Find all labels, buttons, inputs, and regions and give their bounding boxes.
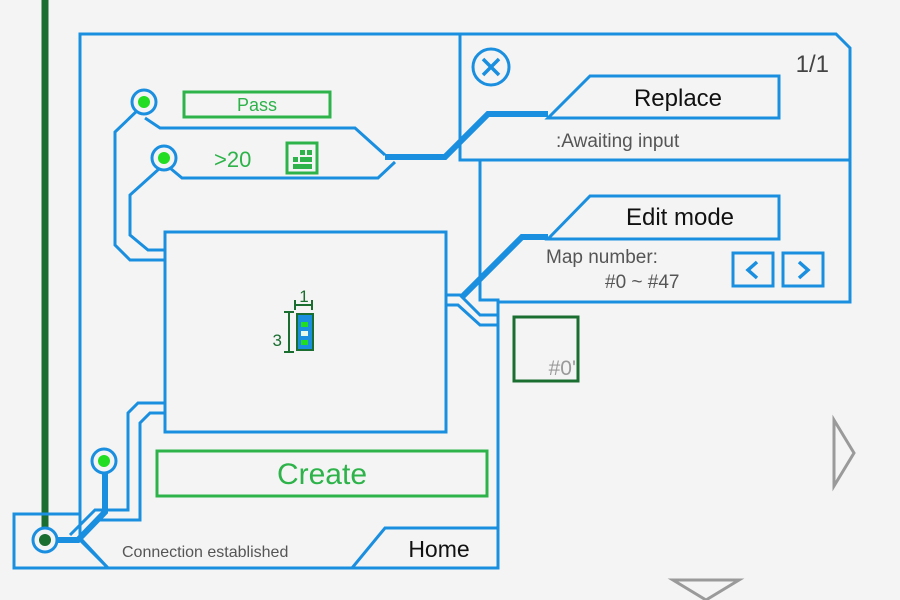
- page-counter: 1/1: [796, 51, 829, 78]
- triangle-down-icon[interactable]: [667, 578, 745, 600]
- prev-map-button[interactable]: [731, 251, 775, 288]
- preview-width-label: 1: [299, 287, 308, 306]
- create-label: Create: [277, 458, 367, 491]
- create-button[interactable]: Create: [155, 449, 489, 498]
- edit-mode-title: Edit mode: [626, 204, 734, 231]
- close-icon[interactable]: [471, 47, 511, 87]
- home-label: Home: [408, 536, 469, 562]
- home-button[interactable]: Home: [348, 526, 500, 570]
- replace-status: :Awaiting input: [556, 131, 680, 152]
- preview-height-label: 3: [273, 331, 282, 350]
- map-range: #0 ~ #47: [605, 272, 680, 293]
- replace-title: Replace: [634, 85, 722, 112]
- map-slot[interactable]: #0': [512, 315, 580, 383]
- grid-add-icon[interactable]: [285, 141, 319, 175]
- corner-bracket: [12, 512, 112, 570]
- chevron-right-icon: [797, 260, 811, 280]
- replace-button[interactable]: Replace: [544, 74, 781, 120]
- right-frame: [460, 32, 852, 304]
- circuit-traces: [68, 106, 498, 537]
- map-slot-label: #0': [549, 357, 576, 380]
- block-preview: 1 3: [273, 287, 314, 353]
- node-pins: [31, 88, 178, 554]
- edit-mode-button[interactable]: Edit mode: [544, 194, 781, 241]
- pass-badge: Pass: [182, 90, 332, 119]
- thick-traces: [48, 111, 548, 543]
- threshold-label: >20: [214, 147, 251, 172]
- next-map-button[interactable]: [781, 251, 825, 288]
- chevron-left-icon: [745, 260, 759, 280]
- connection-status: Connection established: [122, 544, 288, 561]
- triangle-right-icon[interactable]: [832, 414, 856, 492]
- pass-label: Pass: [237, 95, 277, 115]
- map-number-label: Map number:: [546, 247, 658, 268]
